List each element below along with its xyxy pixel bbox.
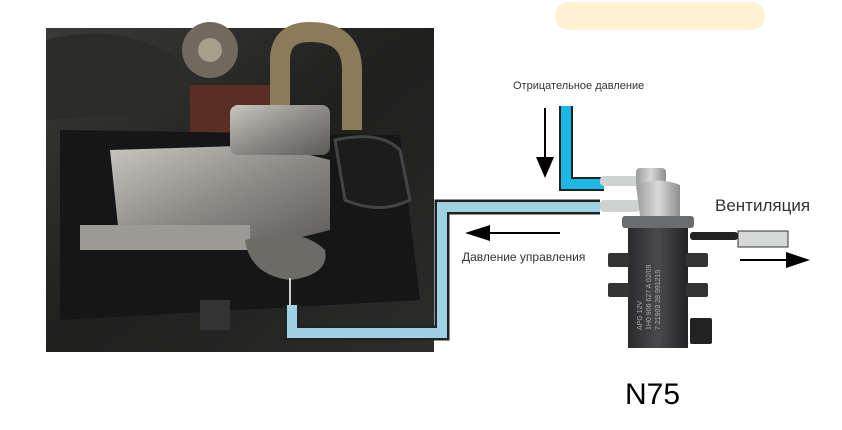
ventilation-label: Вентиляция [715,196,811,215]
n75-valve [600,168,789,348]
n75-label: N75 [625,378,681,411]
highlight-mark [555,2,765,30]
arrow-left-icon [465,225,560,241]
valve-markings: APG 12V 1H0 906 627 A 02/09 7 21903 28 9… [636,265,663,330]
vacuum-tube [559,106,604,191]
valve-marking: 1H0 906 627 A 02/09 [646,264,653,330]
control-pressure-tube [284,199,600,341]
arrow-down-icon [536,108,554,178]
control-pressure-label: Давление управления [462,250,586,264]
valve-marking: APG 12V [637,300,644,330]
engine-photo [46,21,434,352]
negative-pressure-label: Отрицательное давление [513,80,645,92]
valve-marking: 7 21903 28 991215 [655,269,662,330]
arrow-right-icon [740,252,810,268]
